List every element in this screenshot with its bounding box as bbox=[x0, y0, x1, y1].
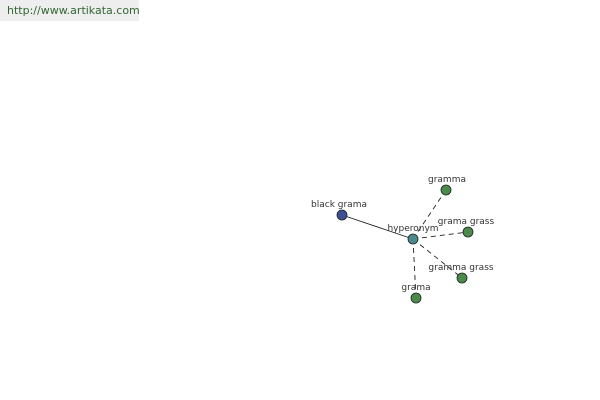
node-center-hyperonym[interactable] bbox=[407, 233, 419, 245]
label-black-grama: black grama bbox=[311, 200, 367, 210]
node-grama-grass[interactable] bbox=[462, 226, 474, 238]
label-grama: grama bbox=[401, 283, 430, 293]
node-grama[interactable] bbox=[410, 292, 422, 304]
edge-grama-grass bbox=[412, 231, 469, 240]
watermark-text: http://www.artikata.com bbox=[7, 4, 140, 17]
labels-layer: hyperonym black grama gramma grama grass… bbox=[311, 175, 494, 293]
nodes-layer bbox=[336, 184, 474, 304]
label-center-hyperonym: hyperonym bbox=[387, 224, 438, 234]
edges-layer bbox=[341, 189, 469, 299]
label-gramma-grass: gramma grass bbox=[428, 263, 493, 273]
node-gramma-grass[interactable] bbox=[456, 272, 468, 284]
edge-gramma bbox=[412, 189, 447, 240]
edge-gramma-grass bbox=[412, 238, 463, 279]
watermark-url[interactable]: http://www.artikata.com bbox=[0, 0, 140, 21]
node-black-grama[interactable] bbox=[336, 209, 348, 221]
label-grama-grass: grama grass bbox=[438, 217, 495, 227]
label-gramma: gramma bbox=[428, 175, 466, 185]
edge-grama bbox=[412, 238, 417, 299]
node-gramma[interactable] bbox=[440, 184, 452, 196]
edge-black-grama bbox=[341, 214, 414, 240]
